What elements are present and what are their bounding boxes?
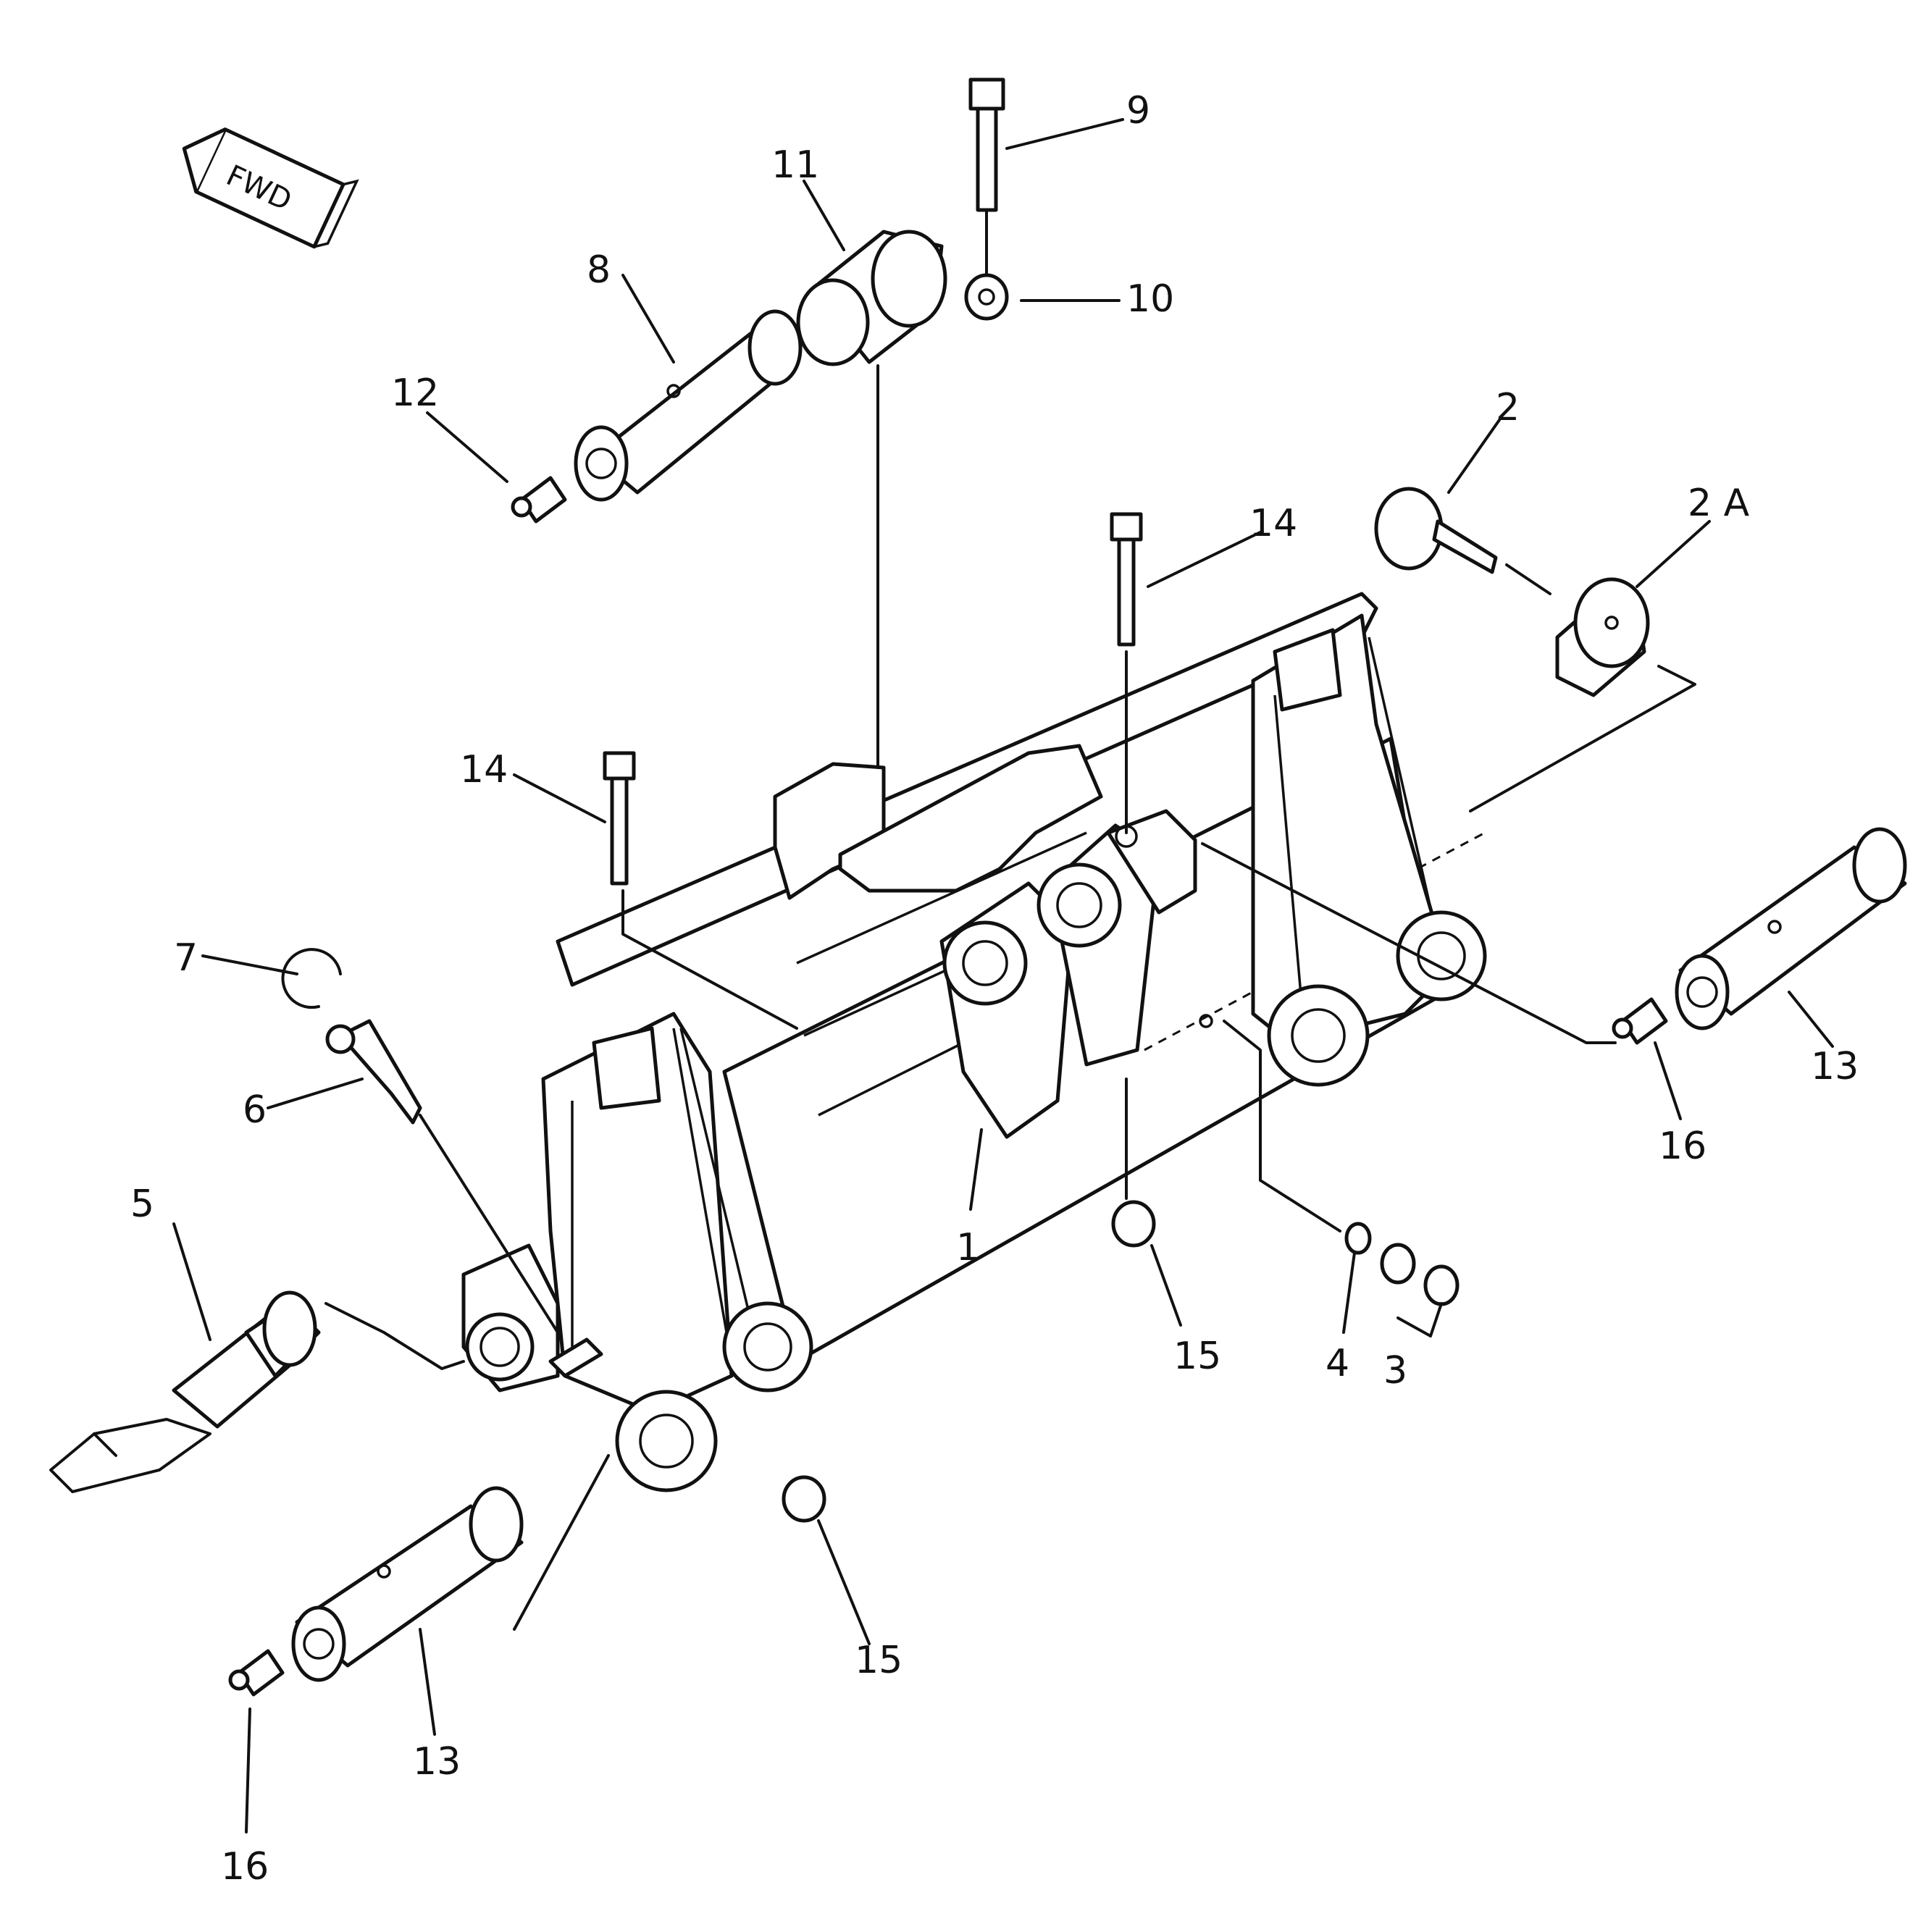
callout-13-left: 13 xyxy=(413,1740,461,1784)
callout-6: 6 xyxy=(243,1088,267,1132)
part-16-grease-fitting-left xyxy=(228,1649,285,1697)
callout-4: 4 xyxy=(1326,1342,1349,1385)
part-2a-cushion xyxy=(1555,577,1650,697)
part-11-bushing xyxy=(796,230,947,366)
part-4-washer xyxy=(1344,1222,1372,1255)
fwd-arrow-icon: FWD xyxy=(182,127,359,249)
leader-lines xyxy=(172,118,1834,1834)
callout-14-upper: 14 xyxy=(1249,502,1297,545)
callout-5: 5 xyxy=(130,1183,154,1226)
callout-3: 3 xyxy=(1383,1349,1407,1393)
part-16-grease-fitting-right xyxy=(1612,997,1668,1045)
callout-numbers: 1 2 2 A 3 4 5 6 7 8 9 10 11 12 13 13 14 … xyxy=(130,89,1859,1889)
callout-15-left: 15 xyxy=(855,1639,903,1682)
part-8-pin xyxy=(574,309,803,502)
main-frame xyxy=(461,592,1487,1492)
callout-9: 9 xyxy=(1126,89,1150,133)
part-5-lock-pin xyxy=(49,1290,321,1493)
callout-13-right: 13 xyxy=(1811,1045,1859,1088)
callout-2a: 2 A xyxy=(1688,482,1750,525)
part-9-bolt xyxy=(968,77,1005,212)
callout-15-right: 15 xyxy=(1173,1335,1221,1378)
callout-8: 8 xyxy=(587,248,611,292)
callout-12: 12 xyxy=(391,371,439,415)
callout-16-right: 16 xyxy=(1659,1125,1706,1168)
part-7-snap-ring xyxy=(281,948,342,1009)
part-14-bolt-upper xyxy=(1110,512,1143,647)
callout-1: 1 xyxy=(956,1226,980,1269)
callout-14-lower: 14 xyxy=(460,748,508,791)
callout-16-left: 16 xyxy=(221,1845,269,1889)
callout-7: 7 xyxy=(174,936,198,980)
part-13-pin-right xyxy=(1675,827,1907,1030)
callout-10: 10 xyxy=(1126,277,1174,321)
part-15-nut-right xyxy=(1111,1200,1156,1248)
part-15-nut-left xyxy=(782,1475,826,1523)
callout-2: 2 xyxy=(1496,386,1520,429)
callout-11: 11 xyxy=(771,143,819,187)
part-14-bolt-lower xyxy=(603,751,636,886)
part-6-lever-pin xyxy=(325,1019,422,1125)
part-2-stopper-bolt xyxy=(1374,487,1498,574)
assembly-guide-lines xyxy=(324,209,1696,1631)
part-10-nut xyxy=(964,273,1009,321)
part-13-pin-left xyxy=(291,1486,524,1682)
part-3-nuts xyxy=(1380,1243,1460,1306)
part-12-grease-fitting xyxy=(511,476,567,524)
